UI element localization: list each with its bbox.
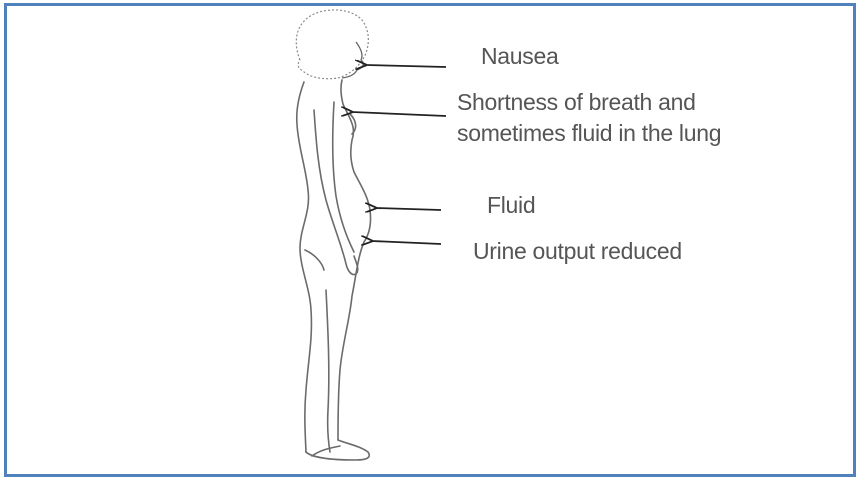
label-shortness-of-breath: Shortness of breath and sometimes fluid … <box>457 87 721 149</box>
arrow-breath <box>352 112 446 116</box>
face-profile <box>342 42 363 78</box>
label-urine-output: Urine output reduced <box>473 236 682 267</box>
arrow-urine <box>372 241 441 244</box>
label-nausea: Nausea <box>481 41 558 72</box>
body-outline <box>297 80 371 460</box>
label-breath-line-1: Shortness of breath and <box>457 87 721 118</box>
arrow-fluid <box>376 208 441 210</box>
arrow-nausea <box>366 65 446 67</box>
label-fluid: Fluid <box>487 190 535 221</box>
label-breath-line-2: sometimes fluid in the lung <box>457 118 721 149</box>
annotation-arrows <box>352 65 446 244</box>
